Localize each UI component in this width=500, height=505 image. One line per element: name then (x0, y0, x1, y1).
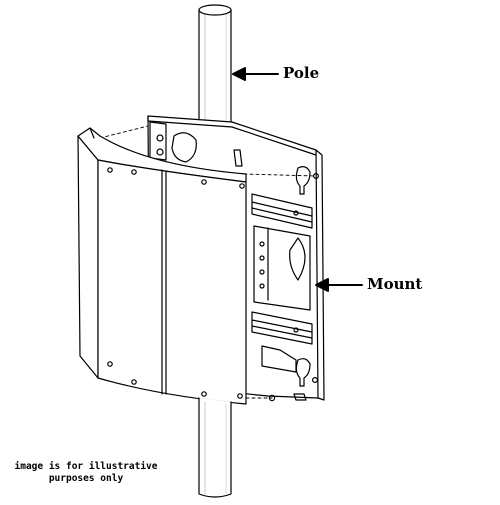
pole-lower (198, 397, 232, 498)
pole-callout-arrow (232, 67, 279, 81)
mount-callout-arrow (315, 278, 363, 292)
disclaimer-line-2: purposes only (48, 473, 124, 484)
mount-label: Mount (367, 275, 423, 293)
assembly-lines (99, 125, 317, 399)
disclaimer-text: image is for illustrative purposes only (6, 461, 166, 485)
front-cover (77, 127, 247, 405)
disclaimer-line-1: image is for illustrative (14, 461, 158, 472)
pole-label: Pole (283, 64, 320, 82)
